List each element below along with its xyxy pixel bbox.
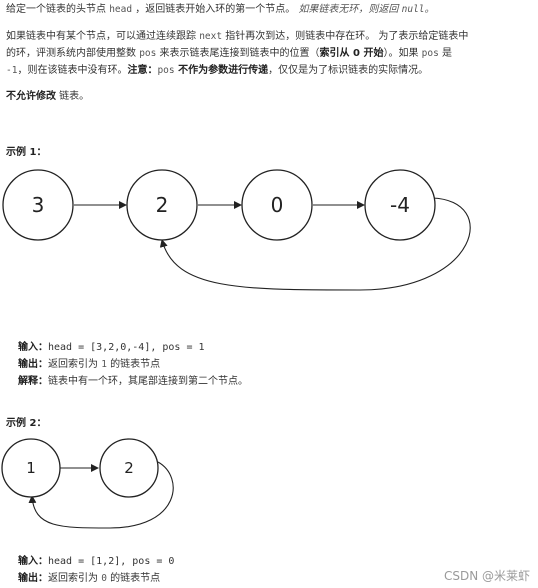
example-1-heading: 示例 1： <box>6 147 47 158</box>
cycle-edge-3-to-1 <box>159 197 471 291</box>
svg-text:0: 0 <box>271 193 284 217</box>
csdn-watermark: CSDN @米莱虾 <box>443 569 530 583</box>
svg-text:2: 2 <box>124 459 134 477</box>
example-2-diagram: 1 2 <box>1 438 174 529</box>
code-head: head <box>109 4 133 15</box>
example-1-io: 输入：head = [3,2,0,-4], pos = 1 输出：返回索引为 1… <box>18 342 248 387</box>
input-value: head = [3,2,0,-4], pos = 1 <box>48 342 205 353</box>
svg-text:1: 1 <box>26 459 36 477</box>
problem-statement: 给定一个链表的头节点 head ，返回链表开始入环的第一个节点。 如果链表无环，… <box>6 1 532 18</box>
cycle-definition: 如果链表中有某个节点，可以通过连续跟踪 next 指针再次到达，则链表中存在环。… <box>6 31 469 76</box>
example-2-io: 输入：head = [1,2], pos = 0 输出：返回索引为 0 的链表节… <box>18 556 175 584</box>
svg-text:2: 2 <box>156 193 169 217</box>
svg-text:-4: -4 <box>390 193 410 217</box>
list-node-2: 0 <box>241 169 313 241</box>
code-pos: pos <box>139 48 157 59</box>
list-node-1: 2 <box>99 438 159 498</box>
code-next: next <box>199 31 223 42</box>
list-node-1: 2 <box>126 169 198 241</box>
list-node-0: 1 <box>1 438 61 498</box>
svg-text:3: 3 <box>32 193 45 217</box>
list-node-0: 3 <box>2 169 74 241</box>
cycle-edge-1-to-0 <box>28 461 174 529</box>
list-node-3: -4 <box>364 169 436 241</box>
example-1-diagram: 3 2 0 -4 <box>2 169 471 291</box>
null-note: 如果链表无环，则返回 null。 <box>298 4 435 15</box>
statement-line: 给定一个链表的头节点 head ，返回链表开始入环的第一个节点。 如果链表无环，… <box>6 4 435 15</box>
input-value: head = [1,2], pos = 0 <box>48 556 175 567</box>
example-2-heading: 示例 2： <box>6 418 47 429</box>
no-modify-note: 不允许修改 链表。 <box>6 91 90 102</box>
